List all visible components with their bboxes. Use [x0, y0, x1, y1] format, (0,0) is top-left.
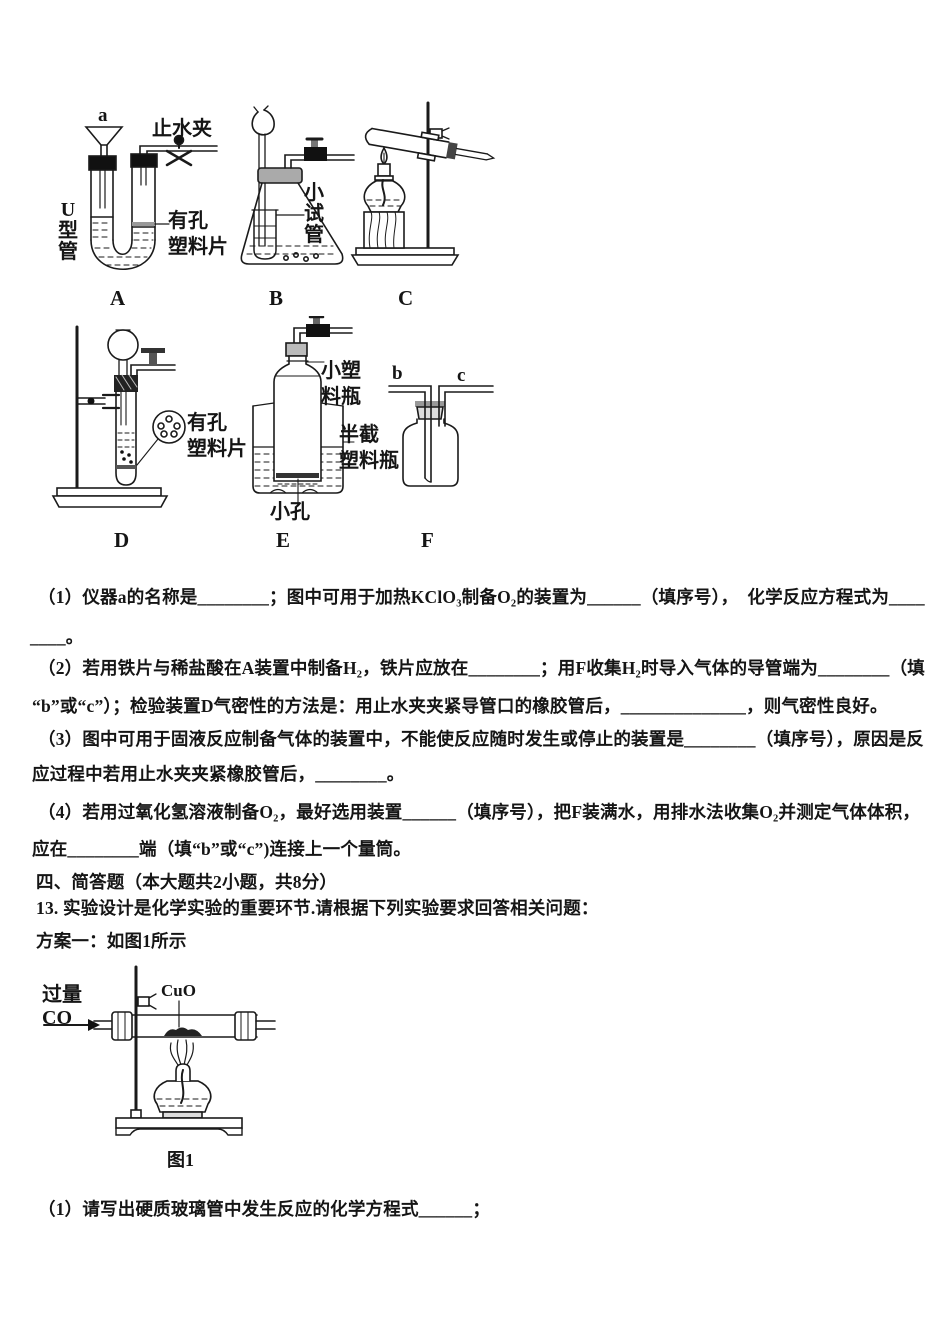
question-3-text-line-2: 应过程中若用止水夹夹紧橡胶管后，________。: [32, 764, 405, 784]
funnel-icon: [84, 126, 124, 157]
half-cut-bottle-label: 半截 塑料瓶: [339, 424, 399, 472]
alcohol-lamp-icon: [363, 147, 406, 213]
question-2-text-line-2: “b”或“c”）；检验装置D气密性的方法是：用止水夹夹紧导管口的橡胶管后，___…: [32, 696, 888, 716]
perforated-sheet: [116, 465, 136, 469]
perforated-sheet-d-label: 有孔 塑料片: [187, 412, 247, 460]
clamp-icon: [137, 993, 157, 1010]
port-b-label: b: [392, 363, 403, 384]
small-test-tube-label: 小 试 管: [304, 182, 324, 247]
alcohol-lamp-icon: [153, 1063, 212, 1119]
stopper: [88, 155, 117, 171]
gas-washing-bottle-diagram: [388, 385, 494, 487]
stopper: [416, 406, 444, 420]
perforated-sheet: [132, 222, 155, 226]
wood-block: [363, 211, 405, 249]
perforated-sheet-inset: [136, 410, 186, 466]
co-cuo-reduction-diagram: [43, 965, 276, 1136]
pinch-clamp-label: 止水夹: [152, 118, 212, 140]
question-3-text-line-1: （3）图中可用于固液反应制备气体的装置中，不能使反应随时发生或停止的装置是___…: [38, 729, 924, 749]
perforated-sheet-a-label: 有孔 塑料片: [168, 210, 228, 258]
test-tube-heating-apparatus-diagram: [350, 101, 496, 266]
u-tube-label: U 型 管: [58, 199, 78, 264]
apparatus-letter-f: F: [421, 528, 434, 552]
tube-stopper: [234, 1011, 257, 1041]
u-tube-apparatus-diagram: [84, 126, 218, 271]
question-1-text-line-1: （1）仪器a的名称是________；图中可用于加热KClO₃制备O₂的装置为_…: [38, 587, 925, 607]
question-1-text-line-2: ____。: [30, 627, 84, 647]
figure-1-caption: 图1: [167, 1150, 194, 1170]
stopcock-icon: [141, 348, 165, 366]
apparatus-letter-d: D: [114, 528, 130, 552]
bottle-cap: [285, 342, 308, 357]
bottle-body: [402, 418, 459, 487]
apparatus-letter-e: E: [276, 528, 291, 552]
funnel-a-label: a: [98, 105, 108, 126]
small-test-tube: [251, 209, 279, 260]
cuo-powder: [164, 1027, 202, 1036]
stopper: [130, 153, 158, 168]
apparatus-letter-b: B: [269, 286, 284, 310]
pinch-clamp-icon: [165, 134, 193, 167]
excess-co-label: 过量 CO: [42, 984, 82, 1029]
tube-stopper: [111, 1011, 133, 1041]
stopper: [257, 167, 303, 184]
question-4-text-line-2: 应在________端（填“b”或“c”)连接上一个量筒。: [32, 839, 412, 859]
clamp-icon: [76, 393, 121, 410]
plastic-bottle-apparatus-diagram: [252, 316, 355, 507]
cuo-label: CuO: [161, 981, 196, 1000]
thistle-funnel-icon: [251, 105, 275, 169]
gas-flow-arrow-icon: [43, 1019, 100, 1031]
test-tube: [364, 127, 496, 162]
stopper: [415, 401, 445, 407]
small-plastic-bottle: [273, 355, 322, 482]
small-holes-label: 小孔: [270, 501, 310, 523]
question-13-text: 13. 实验设计是化学实验的重要环节.请根据下列实验要求回答相关问题：: [36, 898, 599, 918]
apparatus-letter-c: C: [398, 286, 414, 310]
port-c-label: c: [457, 365, 466, 386]
plan-1-text: 方案一：如图1所示: [36, 931, 187, 951]
stopcock-icon: [306, 316, 330, 337]
section-4-heading: 四、简答题（本大题共2小题，共8分）: [36, 872, 338, 892]
question-2-text-line-1: （2）若用铁片与稀盐酸在A装置中制备H₂，铁片应放在________；用F收集H…: [38, 658, 925, 678]
apparatus-letter-a: A: [110, 286, 126, 310]
stopcock-icon: [304, 137, 327, 161]
figure-1-question-text: （1）请写出硬质玻璃管中发生反应的化学方程式______；: [38, 1199, 491, 1219]
small-plastic-bottle-label: 小塑 料瓶: [321, 360, 361, 408]
question-4-text-line-1: （4）若用过氧化氢溶液制备O₂，最好选用装置______（填序号），把F装满水，…: [38, 802, 921, 822]
separating-funnel-icon: [107, 329, 139, 376]
flask-apparatus-diagram: [240, 105, 355, 265]
test-tube-stand-apparatus-diagram: [51, 325, 186, 508]
